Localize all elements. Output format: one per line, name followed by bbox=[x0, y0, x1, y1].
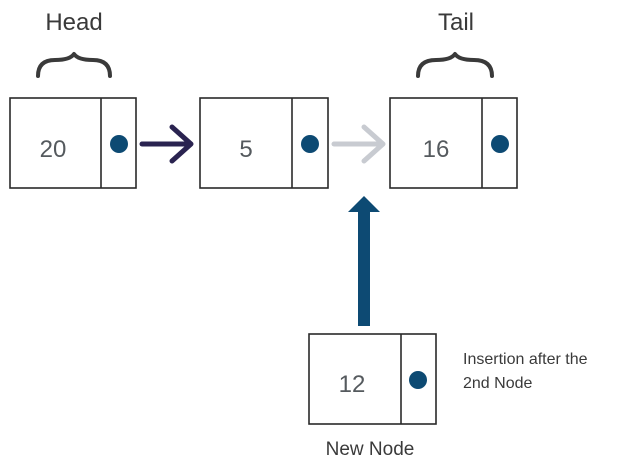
new-node: 12 bbox=[308, 333, 437, 425]
pointer-dot-icon bbox=[491, 135, 509, 153]
pointer-dot-icon bbox=[301, 135, 319, 153]
node-value: 16 bbox=[423, 136, 450, 163]
insert-arrow-icon bbox=[348, 196, 380, 326]
link-arrow-faded-icon bbox=[331, 124, 386, 164]
node-middle: 5 bbox=[199, 97, 329, 189]
node-tail: 16 bbox=[389, 97, 518, 189]
head-label: Head bbox=[45, 9, 102, 36]
new-node-label: New Node bbox=[326, 439, 415, 460]
head-brace-icon bbox=[36, 52, 112, 78]
insertion-note-line1: Insertion after the bbox=[463, 351, 588, 368]
insertion-note-line2: 2nd Node bbox=[463, 375, 532, 392]
link-arrow-icon bbox=[139, 124, 194, 164]
node-value: 20 bbox=[40, 136, 67, 163]
node-value: 5 bbox=[239, 136, 252, 163]
node-head: 20 bbox=[9, 97, 137, 189]
tail-label: Tail bbox=[438, 9, 474, 36]
pointer-dot-icon bbox=[110, 135, 128, 153]
tail-brace-icon bbox=[416, 52, 494, 78]
pointer-dot-icon bbox=[409, 371, 427, 389]
node-value: 12 bbox=[339, 371, 366, 398]
